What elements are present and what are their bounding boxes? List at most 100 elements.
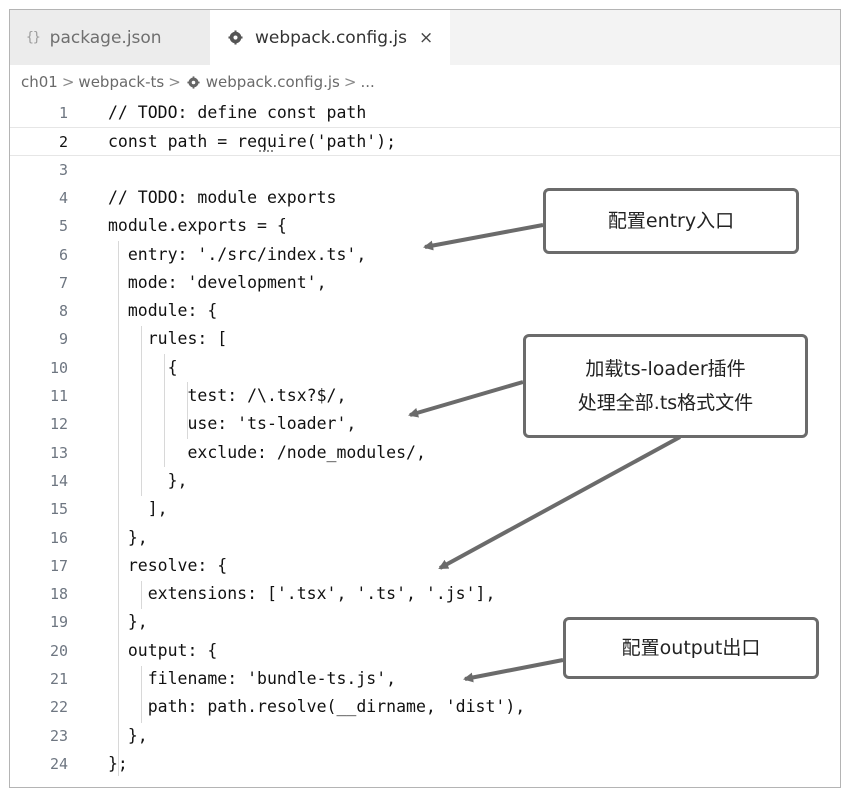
code-line[interactable]: 4 // TODO: module exports — [10, 184, 840, 212]
code-text[interactable]: exclude: /node_modules/, — [108, 442, 426, 462]
code-line[interactable]: 14 }, — [10, 467, 840, 495]
code-text[interactable]: mode: 'development', — [108, 272, 327, 292]
line-number: 8 — [58, 302, 68, 321]
code-line[interactable]: 19 }, — [10, 608, 840, 636]
callout-entry: 配置entry入口 — [543, 188, 799, 254]
code-line[interactable]: 11 test: /\.tsx?$/, — [10, 382, 840, 410]
line-number: 4 — [58, 188, 68, 207]
line-number: 9 — [58, 330, 68, 349]
code-text[interactable]: rules: [ — [108, 329, 228, 349]
line-number: 3 — [58, 160, 68, 179]
tab-webpack-config[interactable]: webpack.config.js × — [210, 10, 450, 65]
breadcrumb: ch01 > webpack-ts > webpack.config.js > … — [10, 65, 840, 99]
line-number: 12 — [49, 415, 68, 434]
code-text[interactable]: const path = require('path'); — [108, 132, 397, 152]
code-line[interactable]: 24}; — [10, 750, 840, 778]
code-text[interactable]: test: /\.tsx?$/, — [108, 386, 347, 405]
code-line[interactable]: 12 use: 'ts-loader', — [10, 410, 840, 438]
code-line[interactable]: 2 const path = require('path'); — [10, 127, 840, 156]
breadcrumb-separator: > — [168, 73, 181, 91]
tab-label: webpack.config.js — [255, 27, 407, 48]
breadcrumb-separator: > — [343, 73, 357, 91]
code-line[interactable]: 5 module.exports = { — [10, 212, 840, 240]
code-text[interactable]: output: { — [108, 640, 218, 660]
code-line[interactable]: 21 filename: 'bundle-ts.js', — [10, 665, 840, 693]
line-number: 17 — [49, 556, 68, 575]
code-line[interactable]: 3 — [10, 156, 840, 184]
code-text[interactable]: filename: 'bundle-ts.js', — [108, 669, 397, 688]
line-number: 13 — [49, 443, 68, 462]
indent-guide — [164, 354, 165, 467]
code-line[interactable]: 13 exclude: /node_modules/, — [10, 439, 840, 467]
code-line[interactable]: 16 }, — [10, 524, 840, 552]
code-text[interactable]: }, — [108, 612, 148, 632]
hint-squiggle — [259, 147, 273, 152]
line-number: 11 — [49, 387, 68, 405]
code-text[interactable]: }; — [108, 753, 128, 773]
code-text[interactable]: }, — [108, 527, 148, 547]
line-number: 10 — [49, 358, 68, 377]
line-number: 2 — [58, 133, 68, 152]
line-number: 22 — [49, 698, 68, 717]
code-text[interactable]: }, — [108, 725, 148, 745]
code-text[interactable]: module: { — [108, 301, 218, 321]
breadcrumb-item[interactable]: ... — [360, 73, 375, 91]
line-number: 1 — [58, 104, 68, 122]
code-line[interactable]: 9 rules: [ — [10, 325, 840, 353]
line-number: 15 — [49, 500, 68, 519]
code-text[interactable]: module.exports = { — [108, 216, 287, 236]
line-number: 14 — [49, 471, 68, 490]
line-number: 16 — [49, 528, 68, 547]
breadcrumb-item[interactable]: webpack-ts — [78, 73, 165, 91]
breadcrumb-item[interactable]: ch01 — [21, 73, 58, 91]
indent-guide — [118, 241, 119, 776]
callout-text: 加载ts-loader插件 — [585, 358, 746, 380]
callout-loader: 加载ts-loader插件 处理全部.ts格式文件 — [523, 334, 808, 438]
code-line[interactable]: 20 output: { — [10, 637, 840, 665]
line-number: 7 — [58, 273, 68, 292]
code-line[interactable]: 7 mode: 'development', — [10, 269, 840, 297]
callout-text: 配置output出口 — [621, 637, 761, 659]
gear-icon — [187, 75, 200, 89]
line-number: 19 — [49, 613, 68, 632]
line-number: 6 — [58, 245, 68, 264]
indent-guide — [141, 666, 142, 723]
code-line[interactable]: 17 resolve: { — [10, 552, 840, 580]
code-text[interactable]: { — [108, 357, 178, 377]
code-line[interactable]: 1 // TODO: define const path — [10, 99, 840, 127]
code-text[interactable]: extensions: ['.tsx', '.ts', '.js'], — [108, 584, 496, 604]
callout-text: 配置entry入口 — [607, 210, 735, 232]
line-number: 23 — [49, 726, 68, 745]
close-icon[interactable]: × — [418, 27, 434, 48]
code-text[interactable]: resolve: { — [108, 555, 228, 575]
breadcrumb-separator: > — [61, 73, 75, 91]
indent-guide — [141, 326, 142, 496]
indent-guide — [187, 382, 188, 439]
gear-icon — [228, 30, 243, 45]
code-text[interactable]: entry: './src/index.ts', — [108, 244, 367, 264]
line-number: 24 — [49, 754, 68, 773]
code-line[interactable]: 18 extensions: ['.tsx', '.ts', '.js'], — [10, 580, 840, 608]
callout-text: 处理全部.ts格式文件 — [577, 392, 754, 414]
line-number: 18 — [49, 585, 68, 604]
code-text[interactable]: ], — [108, 499, 168, 519]
code-line[interactable]: 23 }, — [10, 722, 840, 750]
code-line[interactable]: 15 ], — [10, 495, 840, 523]
code-line[interactable]: 6 entry: './src/index.ts', — [10, 241, 840, 269]
code-line[interactable]: 10 { — [10, 354, 840, 382]
line-number: 5 — [58, 217, 68, 236]
line-number: 20 — [49, 641, 68, 660]
code-text[interactable]: use: 'ts-loader', — [108, 414, 357, 434]
line-number: 21 — [49, 670, 68, 688]
code-line[interactable]: 8 module: { — [10, 297, 840, 325]
callout-output: 配置output出口 — [563, 617, 819, 679]
code-line[interactable]: 22 path: path.resolve(__dirname, 'dist')… — [10, 693, 840, 721]
tab-package-json[interactable]: {} package.json — [10, 10, 210, 65]
json-braces-icon: {} — [26, 30, 41, 45]
breadcrumb-item[interactable]: webpack.config.js — [205, 73, 340, 91]
code-text[interactable]: // TODO: define const path — [108, 103, 367, 122]
code-text[interactable]: // TODO: module exports — [108, 187, 337, 207]
code-text[interactable]: }, — [108, 470, 188, 490]
tab-bar: {} package.json webpack.config.js × — [10, 10, 840, 65]
code-text[interactable]: path: path.resolve(__dirname, 'dist'), — [108, 697, 526, 717]
